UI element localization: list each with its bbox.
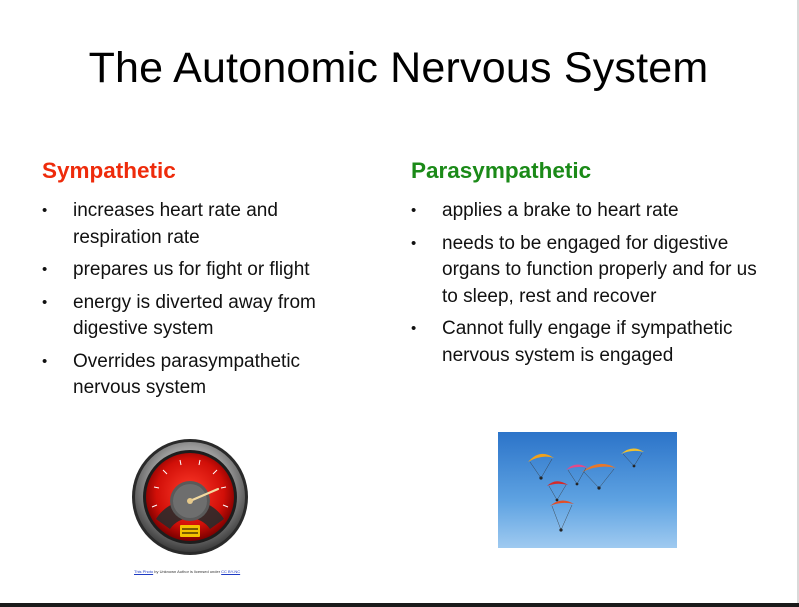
attribution-text: by Unknown Author is licensed under bbox=[153, 569, 222, 574]
bullet-icon: • bbox=[411, 320, 417, 337]
list-item: • increases heart rate and respiration ra… bbox=[42, 198, 362, 251]
list-item-text: energy is diverted away from digestive s… bbox=[73, 291, 316, 340]
bullet-icon: • bbox=[42, 352, 48, 370]
list-item-text: needs to be engaged for digestive organs… bbox=[442, 232, 757, 307]
license-link[interactable]: CC BY-NC bbox=[221, 569, 241, 574]
list-item: • Cannot fully engage if sympathetic nerv… bbox=[411, 316, 771, 369]
list-item-text: prepares us for fight or flight bbox=[73, 259, 310, 280]
bullet-icon: • bbox=[411, 234, 417, 252]
speedometer-icon bbox=[130, 437, 250, 557]
bullet-icon: • bbox=[411, 202, 417, 219]
list-item-text: Cannot fully engage if sympathetic nervo… bbox=[442, 318, 733, 366]
sympathetic-list: • increases heart rate and respiration ra… bbox=[42, 198, 362, 402]
list-item: • needs to be engaged for digestive organ… bbox=[411, 231, 771, 311]
list-item-text: Overrides parasympathetic nervous system bbox=[73, 350, 301, 399]
parasympathetic-heading: Parasympathetic bbox=[411, 158, 592, 183]
list-item-text: increases heart rate and respiration rat… bbox=[73, 200, 278, 248]
bullet-icon: • bbox=[42, 261, 48, 278]
bullet-icon: • bbox=[42, 202, 48, 219]
parasympathetic-column: Parasympathetic • applies a brake to hear… bbox=[411, 156, 771, 375]
photo-link[interactable]: This Photo bbox=[134, 569, 154, 574]
list-item: • prepares us for fight or flight bbox=[42, 257, 362, 284]
parasympathetic-list: • applies a brake to heart rate • needs to… bbox=[411, 198, 771, 369]
slide-title: The Autonomic Nervous System bbox=[88, 44, 709, 92]
list-item: • applies a brake to heart rate bbox=[411, 198, 771, 225]
sympathetic-heading: Sympathetic bbox=[42, 158, 176, 183]
paragliders-photo bbox=[498, 432, 677, 548]
list-item: • Overrides parasympathetic nervous syste… bbox=[42, 349, 362, 402]
bottom-bar bbox=[0, 603, 799, 607]
bullet-icon: • bbox=[42, 293, 48, 311]
image-attribution: This Photo by Unknown Author is licensed… bbox=[134, 569, 240, 574]
list-item: • energy is diverted away from digestive … bbox=[42, 290, 362, 343]
sympathetic-column: Sympathetic • increases heart rate and re… bbox=[42, 156, 362, 408]
list-item-text: applies a brake to heart rate bbox=[442, 200, 679, 221]
